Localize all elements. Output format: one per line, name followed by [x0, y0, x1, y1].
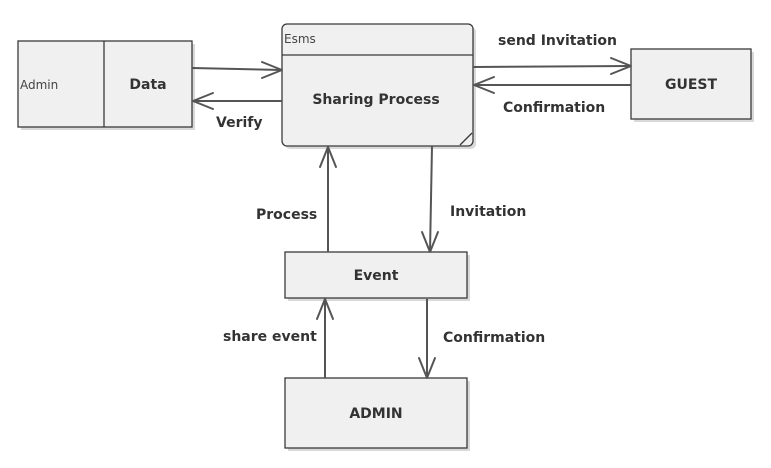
data-store-node[interactable]: Admin Data	[17, 40, 195, 130]
edge-label-share-event: share event	[223, 329, 317, 345]
process-tag: Esms	[284, 32, 316, 46]
arrowhead-icon	[192, 92, 214, 110]
guest-node[interactable]: GUEST	[630, 48, 754, 122]
arrowhead-icon	[421, 231, 439, 253]
event-node[interactable]: Event	[284, 251, 470, 301]
arrowhead-icon	[319, 146, 337, 168]
edge-send-invitation: send Invitation	[472, 33, 632, 75]
event-label: Event	[354, 268, 399, 284]
arrowhead-icon	[316, 298, 334, 320]
process-corner-mark	[459, 132, 473, 146]
process-label: Sharing Process	[312, 92, 439, 108]
arrowhead-icon	[418, 357, 436, 379]
edge-label-confirmation-guest: Confirmation	[503, 100, 605, 116]
data-store-box	[17, 40, 193, 128]
data-store-id: Admin	[20, 78, 58, 92]
admin-node[interactable]: ADMIN	[284, 377, 470, 451]
arrowhead-icon	[473, 76, 495, 94]
edge-line	[472, 65, 632, 68]
edge-label-send-invitation: send Invitation	[498, 33, 617, 49]
edge-label-process: Process	[256, 207, 317, 223]
edge-share-event: share event	[223, 298, 334, 378]
edge-verify: Verify	[192, 92, 282, 131]
edge-data-to-process	[191, 61, 283, 79]
arrowhead-icon	[261, 61, 283, 79]
edge-line	[191, 67, 283, 71]
edge-line	[429, 145, 433, 253]
guest-box	[630, 48, 752, 120]
edge-process: Process	[256, 146, 337, 252]
arrowhead-icon	[610, 57, 632, 75]
edge-invitation: Invitation	[421, 145, 526, 253]
edge-confirmation-admin: Confirmation	[418, 299, 545, 379]
edge-label-verify: Verify	[216, 115, 262, 131]
admin-box	[284, 377, 468, 449]
admin-label: ADMIN	[349, 406, 402, 422]
data-store-label: Data	[129, 77, 166, 93]
edge-confirmation-guest: Confirmation	[473, 76, 631, 116]
edge-label-confirmation-admin: Confirmation	[443, 330, 545, 346]
guest-label: GUEST	[665, 77, 718, 93]
event-box	[284, 251, 468, 299]
process-node[interactable]: Esms Sharing Process	[281, 23, 476, 149]
edge-label-invitation: Invitation	[450, 204, 526, 220]
